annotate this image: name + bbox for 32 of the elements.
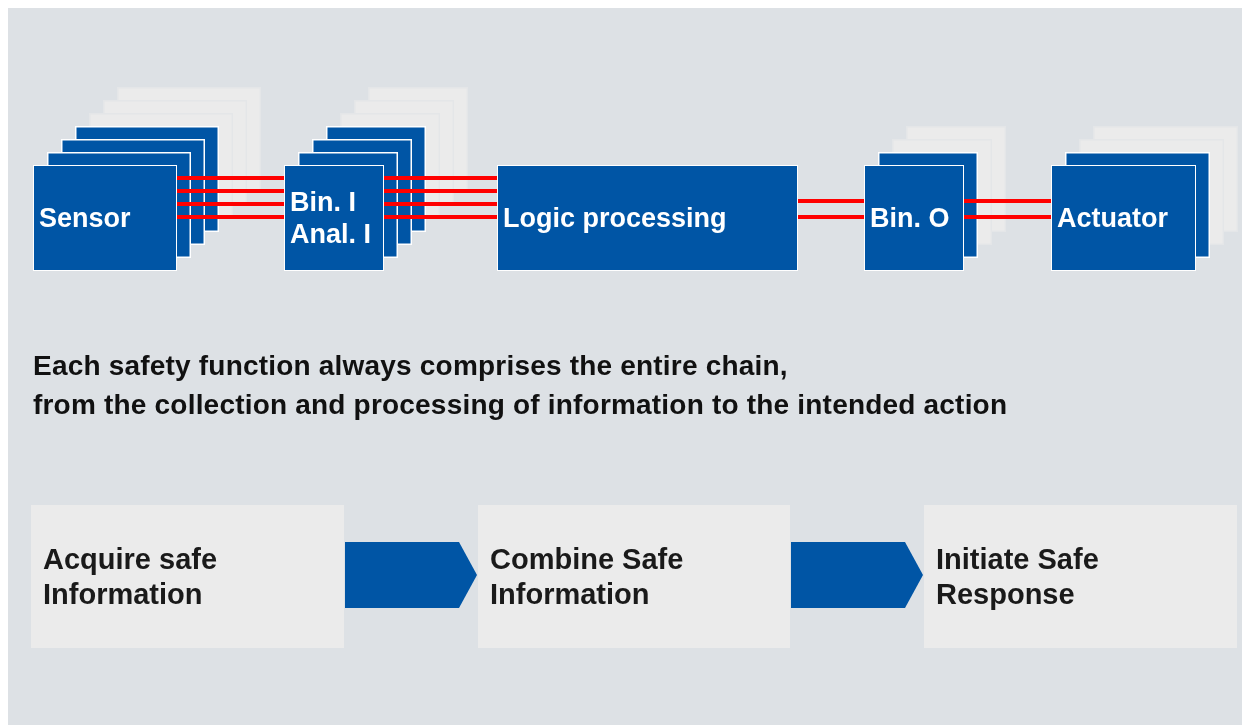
step-box	[478, 505, 790, 648]
function-block	[864, 165, 964, 271]
block-label: Logic processing	[503, 201, 727, 235]
function-block	[497, 165, 798, 271]
block-label: Actuator	[1057, 201, 1168, 235]
signal-line	[177, 202, 284, 206]
signal-line	[964, 199, 1051, 203]
step-box	[31, 505, 344, 648]
caption-text: from the collection and processing of information to the intended action	[33, 389, 1008, 421]
chevron-arrow	[345, 542, 477, 608]
signal-line	[798, 199, 864, 203]
signal-line	[964, 215, 1051, 219]
signal-line	[384, 215, 497, 219]
signal-line	[177, 215, 284, 219]
chevron-arrow	[791, 542, 923, 608]
block-label: Bin. O	[870, 201, 950, 235]
signal-line	[384, 202, 497, 206]
block-label: Bin. I Anal. I	[290, 185, 372, 251]
caption-text: Each safety function always comprises the entire chain,	[33, 350, 788, 382]
signal-line	[384, 189, 497, 193]
block-label: Sensor	[39, 201, 131, 235]
signal-line	[177, 176, 284, 180]
block-label: Acquire safe Information	[43, 541, 219, 612]
signal-line	[798, 215, 864, 219]
block-label: Initiate Safe Response	[936, 541, 1100, 612]
function-block	[1051, 165, 1196, 271]
signal-line	[384, 176, 497, 180]
function-block	[284, 165, 384, 271]
signal-line	[177, 189, 284, 193]
function-block	[33, 165, 177, 271]
block-label: Combine Safe Information	[490, 541, 685, 612]
step-box	[924, 505, 1237, 648]
